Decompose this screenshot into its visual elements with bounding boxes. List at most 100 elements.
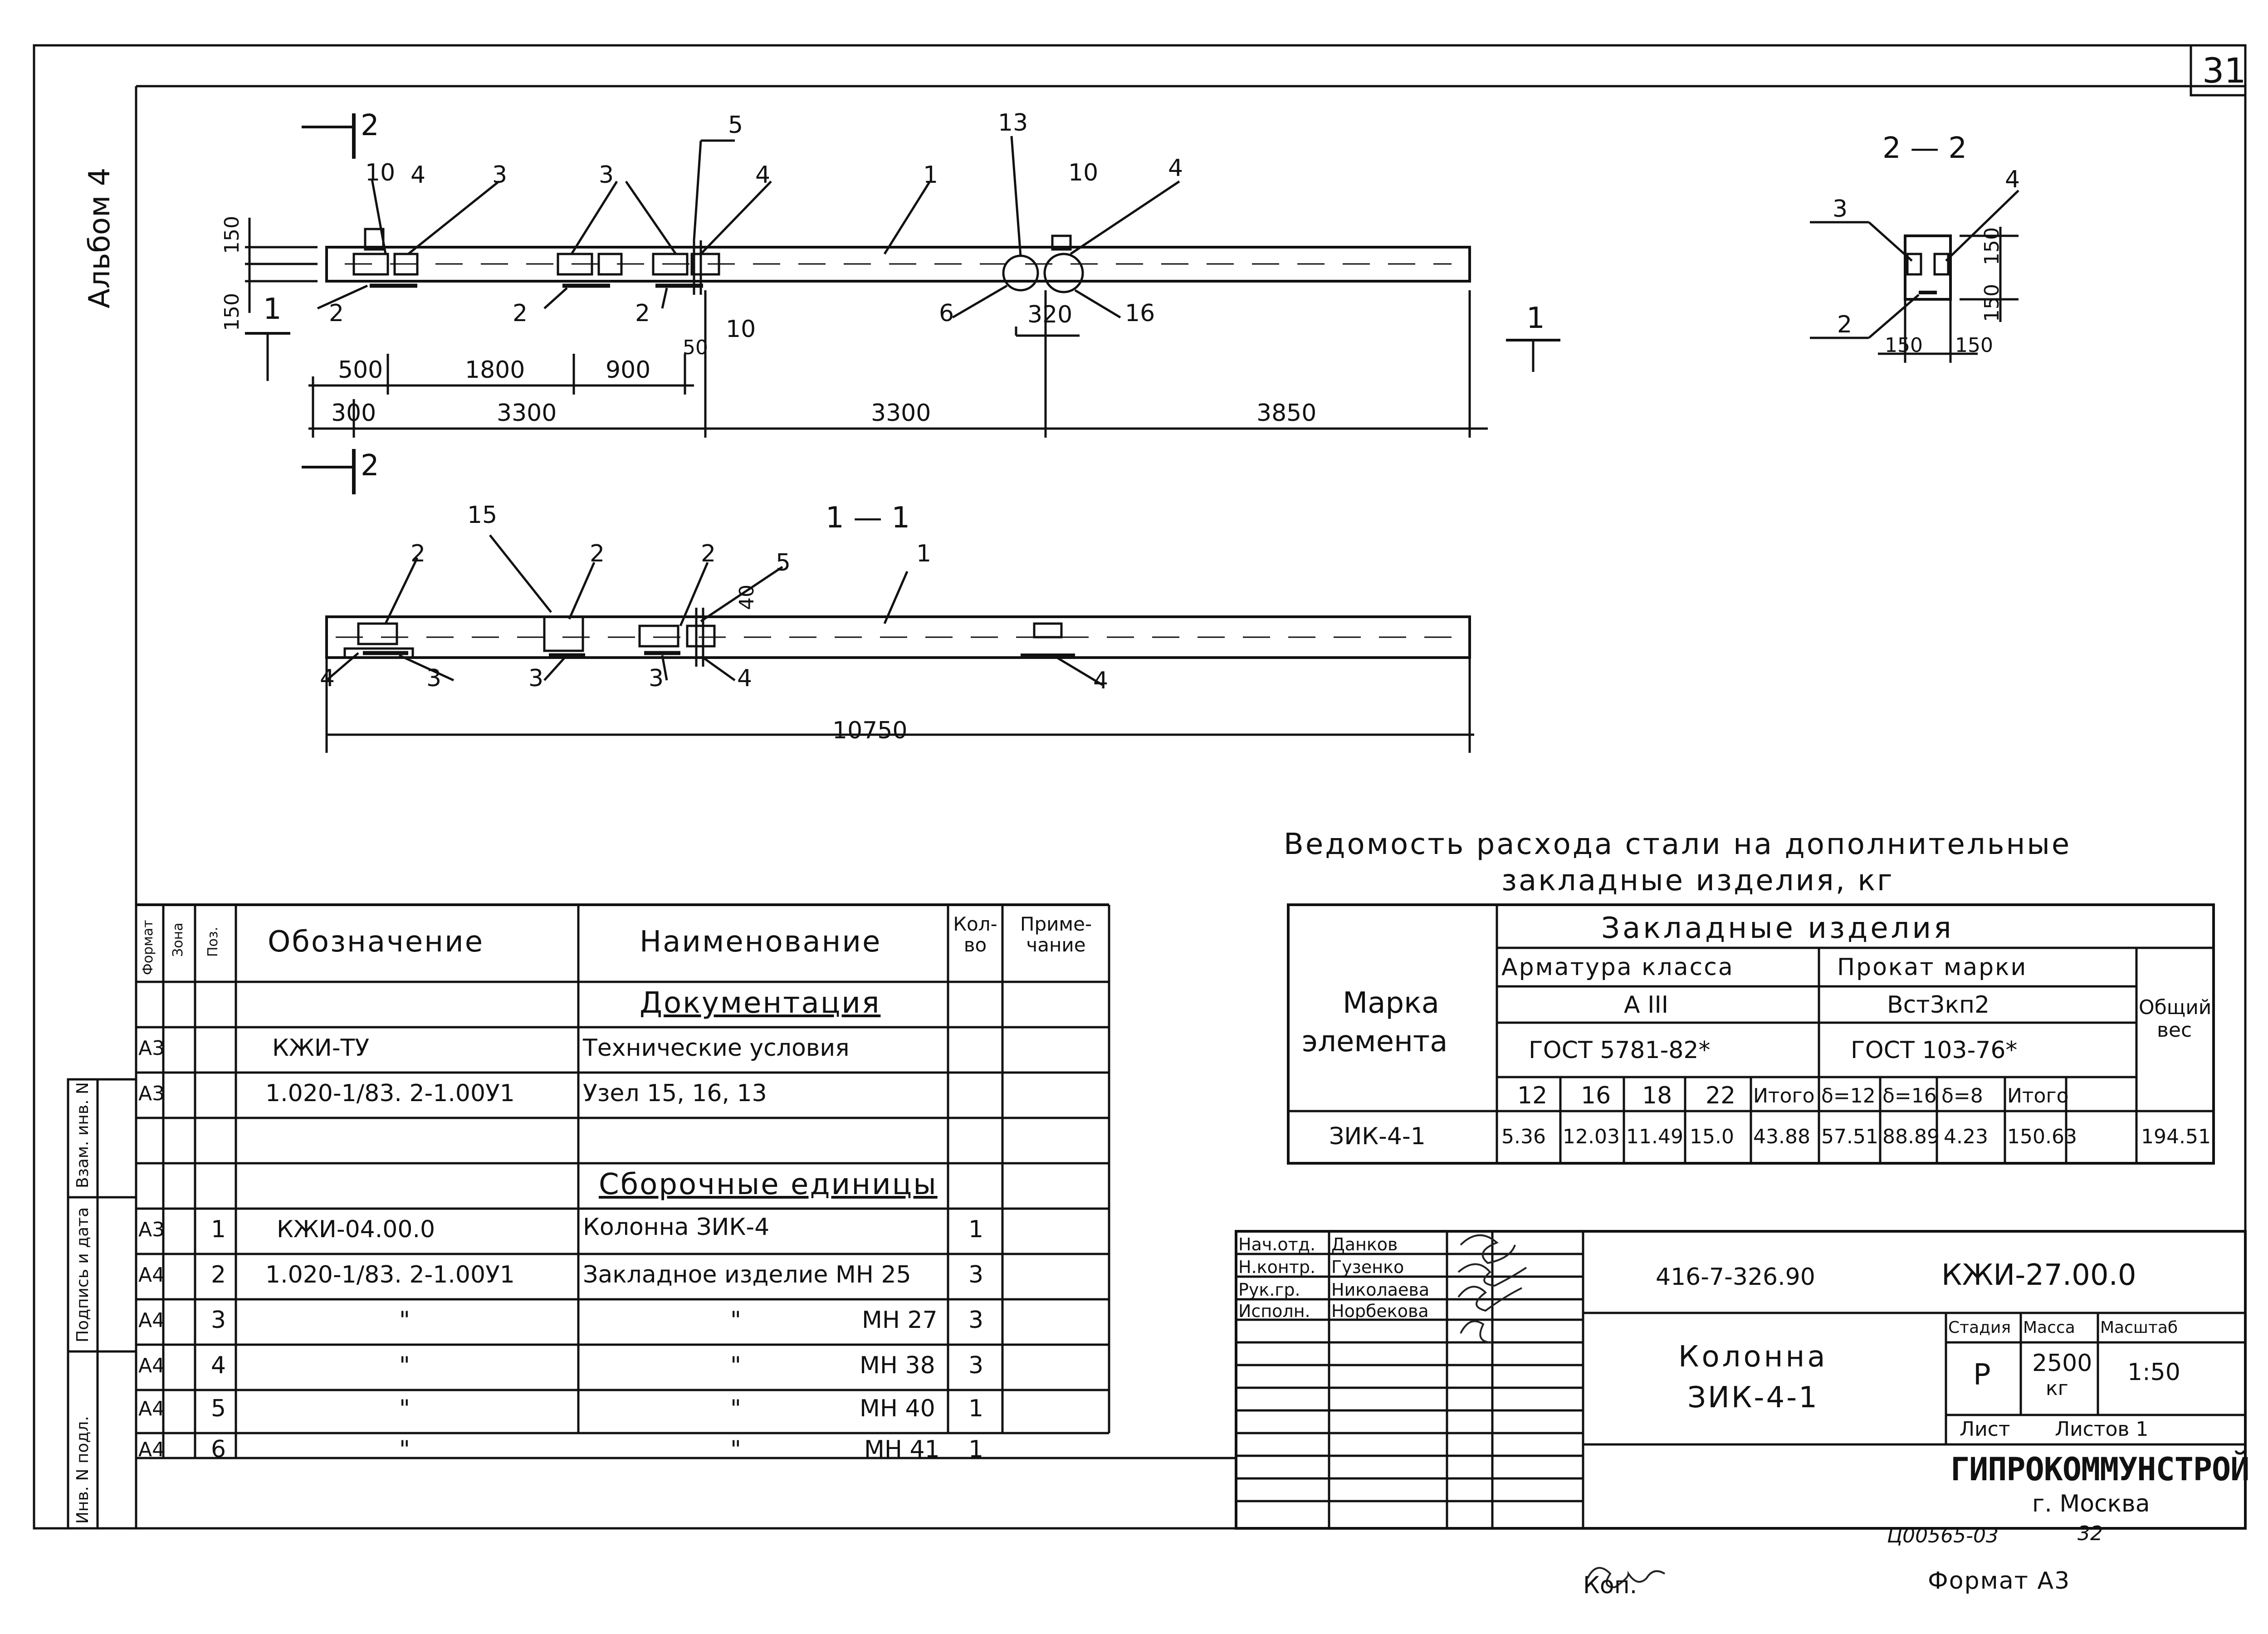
spec-hdr-format: Формат: [140, 920, 156, 975]
spec-r1-designation: КЖИ-ТУ: [272, 1034, 370, 1062]
total-weight-label-1: Общий: [2139, 996, 2212, 1019]
spec-section-assemblies: Сборочные единицы: [599, 1168, 938, 1201]
s22-callout-2: 2: [1837, 311, 1853, 338]
section-mark-1-right: 1: [1526, 302, 1545, 335]
section-mark-2-top: 2: [361, 109, 379, 142]
rolled-label: Прокат марки: [1837, 954, 2028, 981]
steel-val-itogo-2: 150.63: [2007, 1125, 2077, 1148]
dim-3300-b: 3300: [871, 400, 931, 427]
tb-sheet-label: Лист: [1960, 1418, 2010, 1441]
section-2-2-view: [1810, 190, 2019, 363]
steel-col-itogo-2: Итого: [2007, 1084, 2069, 1107]
s11-callout-15: 15: [467, 502, 498, 529]
tb-sheets-label: Листов 1: [2055, 1418, 2149, 1441]
steel-val-16: 12.03: [1563, 1125, 1620, 1148]
s11-callout-5: 5: [776, 549, 791, 576]
total-weight-label-2: вес: [2157, 1019, 2192, 1042]
spec-r10-name: ": [730, 1436, 741, 1463]
rebar-gost: ГОСТ 5781-82*: [1529, 1037, 1711, 1064]
spec-r2-designation: 1.020-1/83. 2-1.00У1: [265, 1080, 515, 1107]
spec-r10-designation: ": [399, 1436, 410, 1463]
steel-table-title-1: Ведомость расхода стали на дополнительны…: [1284, 828, 2072, 861]
steel-col-itogo-1: Итого: [1753, 1084, 1815, 1107]
s22-callout-3: 3: [1833, 195, 1848, 223]
callout-4-right: 4: [1168, 155, 1183, 182]
s11-callout-3-a: 3: [426, 665, 442, 692]
callout-2-b: 2: [513, 300, 528, 327]
signature-scribbles: [1457, 1234, 1666, 1589]
spec-r5-qty: 1: [968, 1216, 984, 1243]
format-label: Формат А3: [1928, 1567, 2071, 1595]
spec-r5-designation: КЖИ-04.00.0: [277, 1216, 435, 1243]
spec-hdr-pos: Поз.: [205, 927, 221, 957]
steel-col-d12: δ=12: [1821, 1084, 1876, 1107]
dim-900: 900: [606, 356, 651, 384]
spec-hdr-designation: Обозначение: [268, 925, 484, 959]
spec-r10-name-right: МН 41: [864, 1436, 940, 1463]
spec-r8-pos: 4: [211, 1352, 226, 1379]
section-1-1-view: [325, 534, 1474, 753]
dim-1800: 1800: [465, 356, 525, 384]
elevation-view: [245, 113, 1560, 494]
sheet-frame: [33, 44, 2247, 1530]
tb-name-2: Гузенко: [1331, 1257, 1404, 1277]
tb-name-1: Данков: [1331, 1234, 1398, 1254]
steel-row-mark: ЗИК-4-1: [1329, 1123, 1426, 1150]
spec-r9-qty: 1: [968, 1395, 984, 1422]
callout-10-left: 10: [365, 159, 396, 186]
spec-hdr-note: Приме-чание: [1020, 913, 1092, 956]
steel-val-22: 15.0: [1690, 1125, 1734, 1148]
title-block-lines: [1235, 1230, 2247, 1530]
rebar-class-label: Арматура класса: [1501, 954, 1734, 981]
spec-r8-name: ": [730, 1352, 741, 1379]
steel-col-18: 18: [1642, 1082, 1672, 1109]
s22-dim-150-c: 150: [1885, 334, 1923, 357]
rolled-grade: Вст3кп2: [1887, 991, 1990, 1019]
tb-role-3: Рук.гр.: [1238, 1280, 1300, 1300]
sheet-number-box: [2190, 44, 2247, 97]
callout-6: 6: [939, 300, 954, 327]
tb-scale: 1:50: [2127, 1359, 2180, 1386]
tb-name-3: Николаева: [1331, 1280, 1430, 1300]
spec-r9-format: А4: [138, 1397, 165, 1420]
spec-r6-designation: 1.020-1/83. 2-1.00У1: [265, 1261, 515, 1288]
sheet-number: 31: [2202, 50, 2246, 91]
spec-r7-qty: 3: [968, 1307, 984, 1334]
archive-page: 32: [2077, 1522, 2103, 1545]
spec-r6-name: Закладное изделие МН 25: [583, 1261, 911, 1288]
section-mark-2-bottom: 2: [361, 449, 379, 483]
dim-320: 320: [1027, 301, 1073, 328]
spec-r2-format: А3: [138, 1082, 165, 1105]
dim-150-upper: 150: [220, 216, 244, 254]
copy-label: Коп.: [1583, 1572, 1637, 1599]
spec-r9-designation: ": [399, 1395, 410, 1422]
spec-hdr-name: Наименование: [640, 925, 882, 959]
spec-r10-pos: 6: [211, 1436, 226, 1463]
spec-r9-name-right: МН 40: [860, 1395, 935, 1422]
album-label: Альбом 4: [83, 167, 117, 308]
s11-callout-4-c: 4: [1093, 667, 1109, 694]
spec-table-lines: [67, 903, 1236, 1530]
spec-r5-pos: 1: [211, 1216, 226, 1243]
spec-r8-name-right: МН 38: [860, 1352, 935, 1379]
spec-r8-qty: 3: [968, 1352, 984, 1379]
steel-col-d16: δ=16: [1882, 1084, 1937, 1107]
callout-3-mid: 3: [599, 161, 614, 189]
steel-val-d12: 57.51: [1821, 1125, 1878, 1148]
tb-code: КЖИ-27.00.0: [1941, 1258, 2136, 1292]
dim-3300-a: 3300: [497, 400, 557, 427]
s22-dim-150-d: 150: [1955, 334, 1993, 357]
tb-mass-unit: кг: [2046, 1377, 2068, 1400]
steel-val-18: 11.49: [1626, 1125, 1683, 1148]
steel-val-12: 5.36: [1501, 1125, 1546, 1148]
spec-r2-name: Узел 15, 16, 13: [583, 1080, 767, 1107]
steel-col-12: 12: [1517, 1082, 1548, 1109]
tb-project: 416-7-326.90: [1656, 1263, 1815, 1291]
spec-section-docs: Документация: [640, 986, 881, 1020]
tb-stage: Р: [1973, 1358, 1991, 1392]
archive-code: Ц00565-03: [1887, 1524, 1999, 1547]
s11-callout-4-a: 4: [320, 665, 335, 692]
tb-stage-label: Стадия: [1948, 1318, 2011, 1337]
s22-callout-4: 4: [2005, 166, 2020, 193]
